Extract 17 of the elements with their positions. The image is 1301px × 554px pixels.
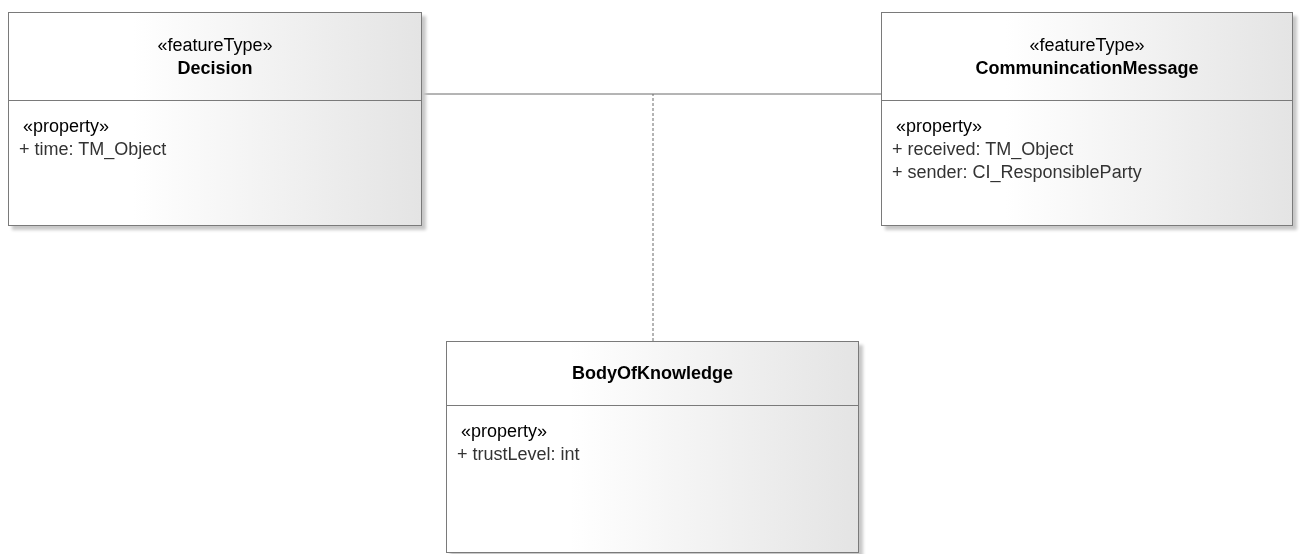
association-class-line xyxy=(652,93,654,342)
class-name: BodyOfKnowledge xyxy=(572,362,733,385)
stereotype-label: «featureType» xyxy=(157,33,273,57)
attribute-text: + time: TM_Object xyxy=(19,138,168,161)
class-name: CommunincationMessage xyxy=(975,56,1199,80)
class-name: Decision xyxy=(177,56,253,80)
class-box xyxy=(8,12,422,226)
stereotype-label: «property» xyxy=(895,115,984,138)
attribute-text: + sender: CI_ResponsibleParty xyxy=(892,161,1143,184)
stereotype-label: «featureType» xyxy=(1029,33,1145,57)
attribute-text: + trustLevel: int xyxy=(457,443,581,466)
attribute-text: + received: TM_Object xyxy=(892,138,1075,161)
association-line xyxy=(421,93,882,95)
stereotype-label: «property» xyxy=(460,420,549,443)
class-box xyxy=(881,12,1293,226)
class-box xyxy=(446,341,859,553)
stereotype-label: «property» xyxy=(22,115,111,138)
